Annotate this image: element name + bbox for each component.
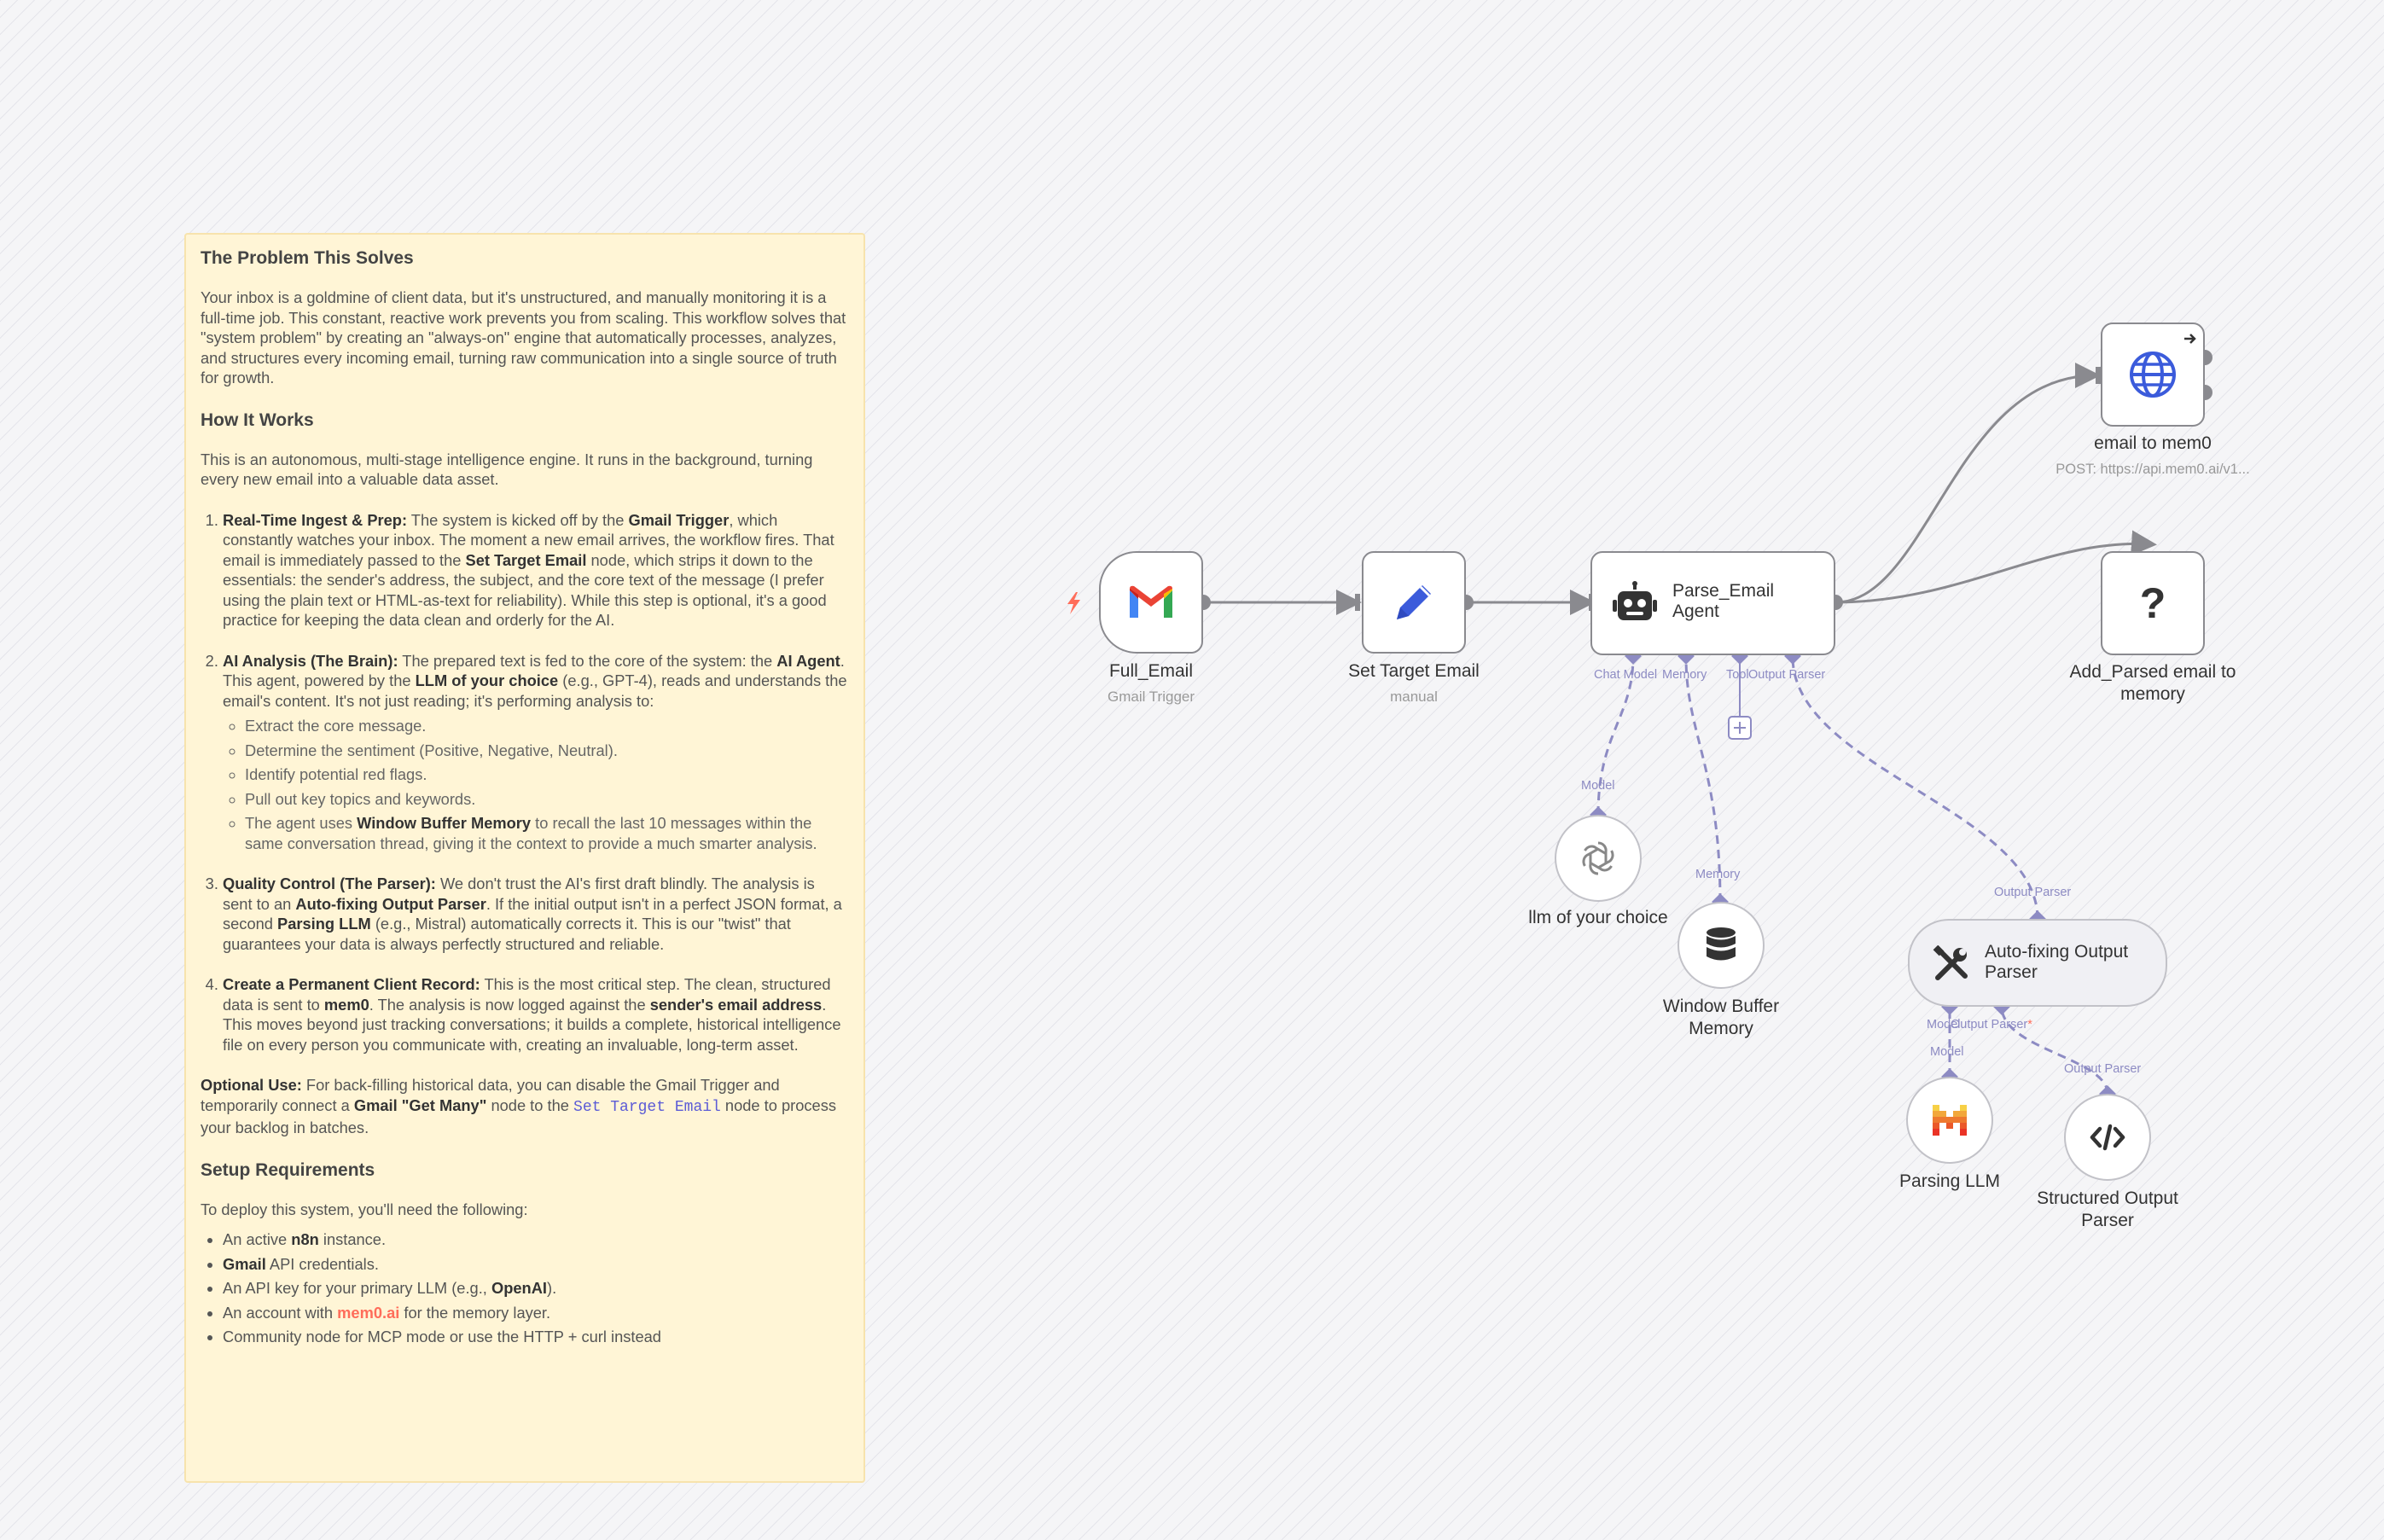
node-full-email-sublabel: Gmail Trigger	[1107, 689, 1195, 705]
pencil-icon	[1364, 553, 1464, 652]
sticky-heading-how: How It Works	[201, 410, 314, 430]
node-parsing-llm[interactable]	[1906, 1077, 1993, 1164]
list-item: An active n8n instance.	[223, 1229, 848, 1250]
port-label-structured-output-parser: Output Parser	[2064, 1062, 2142, 1076]
port-label-tool: Tool	[1726, 668, 1749, 682]
list-item: Gmail API credentials.	[223, 1254, 848, 1275]
list-item: Community node for MCP mode or use the H…	[223, 1327, 848, 1347]
edge-agent-to-add-parsed[interactable]	[1835, 530, 2157, 604]
sticky-paragraph-how: This is an autonomous, multi-stage intel…	[201, 450, 813, 489]
port-label-chat-model: Chat Model	[1594, 668, 1658, 682]
node-email-to-mem0-label: email to mem0	[2094, 433, 2212, 453]
steps-list: Real-Time Ingest & Prep: The system is k…	[201, 510, 848, 1055]
list-item: Determine the sentiment (Positive, Negat…	[245, 741, 848, 761]
node-auto-fixing-output-parser[interactable]: Auto-fixing Output Parser	[1908, 919, 2167, 1007]
list-item: An account with mem0.ai for the memory l…	[223, 1303, 848, 1323]
node-set-target-email-label: Set Target Email	[1348, 661, 1480, 681]
plus-icon	[1734, 722, 1746, 734]
port-label-autofix-output-parser: Output Parser*	[1951, 1018, 2032, 1032]
node-email-to-mem0[interactable]	[2101, 323, 2205, 427]
step-2-bullets: Extract the core message. Determine the …	[223, 716, 848, 853]
requirements-list: An active n8n instance. Gmail API creden…	[201, 1229, 848, 1347]
port-label-output-parser: Output Parser	[1748, 668, 1826, 682]
node-llm-label: llm of your choice	[1528, 908, 1668, 927]
edge-agent-to-email-mem0[interactable]	[1835, 363, 2101, 604]
node-structured-output-parser[interactable]	[2064, 1094, 2151, 1181]
node-add-parsed-email-label-2: memory	[2120, 684, 2185, 704]
mem0-link[interactable]: mem0.ai	[337, 1303, 400, 1322]
node-window-buffer-memory[interactable]	[1678, 902, 1765, 989]
gmail-icon	[1101, 553, 1201, 652]
node-window-buffer-label-2: Memory	[1689, 1019, 1753, 1038]
sticky-heading-problem: The Problem This Solves	[201, 248, 414, 268]
globe-icon	[2102, 324, 2203, 425]
port-label-autofix-model: Model	[1927, 1018, 1961, 1032]
port-label-llm-model: Model	[1581, 779, 1615, 793]
node-full-email[interactable]	[1099, 551, 1203, 654]
openai-icon	[1556, 816, 1640, 900]
list-item: Identify potential red flags.	[245, 764, 848, 785]
tools-icon	[1930, 943, 1973, 985]
list-item: Pull out key topics and keywords.	[245, 789, 848, 810]
node-set-target-email-sublabel: manual	[1390, 689, 1438, 705]
port-label-memory: Memory	[1662, 668, 1707, 682]
required-asterisk: *	[2027, 1018, 2032, 1032]
sticky-paragraph-problem: Your inbox is a goldmine of client data,…	[201, 288, 846, 386]
sticky-paragraph-setup: To deploy this system, you'll need the f…	[201, 1200, 528, 1218]
step-2: AI Analysis (The Brain): The prepared te…	[223, 651, 848, 854]
port-label-buffer-memory: Memory	[1695, 868, 1741, 881]
sticky-heading-setup: Setup Requirements	[201, 1159, 375, 1180]
node-structured-label-2: Parser	[2081, 1211, 2134, 1230]
edge-buffer-to-agent[interactable]	[1684, 656, 1722, 903]
node-autofix-label-2: Parser	[1985, 962, 2038, 982]
question-icon: ?	[2139, 579, 2166, 627]
database-icon	[1679, 904, 1763, 987]
code-icon	[2066, 1095, 2149, 1179]
node-parsing-llm-label: Parsing LLM	[1899, 1171, 2000, 1191]
node-full-email-label: Full_Email	[1108, 661, 1194, 681]
robot-icon	[1611, 578, 1659, 628]
list-item: An API key for your primary LLM (e.g., O…	[223, 1278, 848, 1299]
list-item: The agent uses Window Buffer Memory to r…	[245, 813, 848, 853]
list-item: Extract the core message.	[245, 716, 848, 736]
node-structured-label-1: Structured Output	[2037, 1188, 2178, 1208]
trigger-bolt-icon	[1067, 592, 1080, 614]
step-1: Real-Time Ingest & Prep: The system is k…	[223, 510, 848, 631]
node-email-to-mem0-sublabel: POST: https://api.mem0.ai/v1...	[2055, 462, 2250, 477]
sticky-paragraph-optional: Optional Use: For back-filling historica…	[201, 1076, 837, 1136]
node-parse-email-agent-label-1: Parse_Email	[1672, 581, 1775, 601]
port-label-parsing-llm-model: Model	[1930, 1045, 1964, 1059]
node-llm-of-your-choice[interactable]	[1555, 815, 1642, 902]
node-add-parsed-email[interactable]: ?	[2101, 551, 2205, 655]
node-parse-email-agent[interactable]: Parse_Email Agent	[1590, 551, 1835, 655]
mistral-icon	[1908, 1078, 1992, 1162]
port-label-autofix-output-parser-in: Output Parser	[1994, 886, 2072, 899]
node-add-parsed-email-label-1: Add_Parsed email to	[2069, 662, 2236, 682]
port-mem0-in[interactable]	[2096, 367, 2101, 384]
step-4: Create a Permanent Client Record: This i…	[223, 974, 848, 1055]
port-set-target-in[interactable]	[1355, 594, 1360, 611]
node-autofix-label-1: Auto-fixing Output	[1985, 942, 2129, 962]
node-parse-email-agent-label-2: Agent	[1672, 601, 1719, 621]
sticky-note[interactable]: The Problem This Solves Your inbox is a …	[184, 233, 865, 1483]
edge-llm-to-agent[interactable]	[1596, 656, 1635, 816]
node-set-target-email[interactable]	[1362, 551, 1466, 654]
step-3: Quality Control (The Parser): We don't t…	[223, 874, 848, 954]
node-window-buffer-label-1: Window Buffer	[1662, 997, 1780, 1016]
edge-autofix-to-agent[interactable]	[1791, 656, 2039, 920]
arrow-right-icon	[2181, 329, 2200, 348]
